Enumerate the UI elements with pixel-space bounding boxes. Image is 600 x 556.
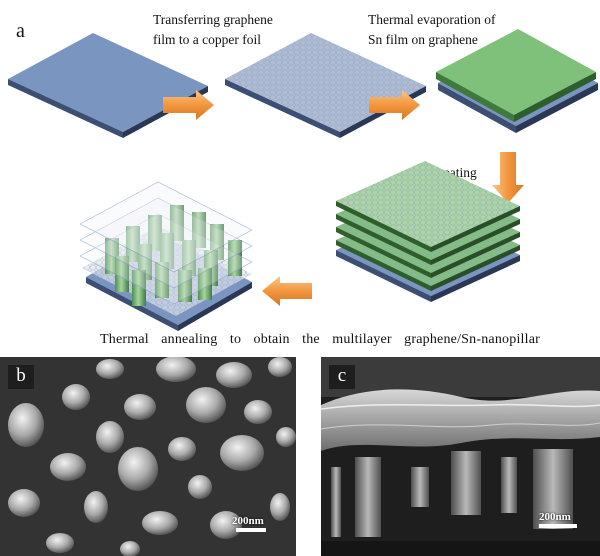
scale-bar-b-line <box>236 528 266 532</box>
final-step-caption: Thermal annealing to obtain the multilay… <box>100 332 540 347</box>
scale-bar-b-text: 200nm <box>232 515 264 527</box>
panel-a-label: a <box>16 20 25 42</box>
sem-image-panel-c: c 200nm <box>321 357 600 556</box>
step2-caption-line1: Thermal evaporation of <box>368 12 496 27</box>
graphene-on-copper <box>225 33 426 138</box>
stacked-graphene-sn-layers <box>336 161 520 302</box>
scale-bar-b: 200nm <box>232 515 266 532</box>
panel-b-label: b <box>8 365 34 389</box>
schematic-panel-a: a Transferring graphene film to a copper… <box>8 12 598 347</box>
scale-bar-c: 200nm <box>539 511 577 528</box>
process-arrow-down <box>492 152 524 203</box>
panel-c-label: c <box>329 365 355 389</box>
step1-caption-line1: Transferring graphene <box>153 12 273 27</box>
sem-image-b <box>0 357 296 556</box>
schematic-drawing <box>8 29 598 331</box>
step1-caption-line2: film to a copper foil <box>153 32 261 47</box>
sem-image-panel-b: b 200nm <box>0 357 296 556</box>
scale-bar-c-text: 200nm <box>539 511 571 523</box>
graphene-sn-nanopillars <box>79 181 253 331</box>
copper-foil <box>8 33 208 138</box>
scale-bar-c-line <box>539 524 577 528</box>
step2-caption-line2: Sn film on graphene <box>368 32 478 47</box>
process-arrow-right-1 <box>163 90 214 120</box>
sem-image-c <box>321 357 600 556</box>
sn-film-on-graphene <box>436 29 598 133</box>
process-arrow-right-2 <box>369 90 420 120</box>
process-arrow-left <box>262 276 312 306</box>
